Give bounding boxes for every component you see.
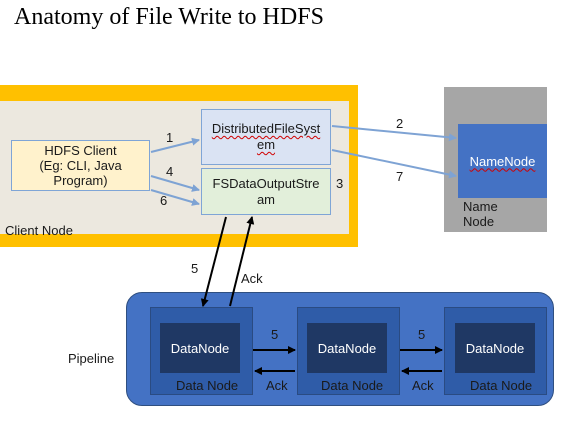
namenode-box: NameNode bbox=[458, 124, 547, 198]
datanode-3-box: DataNode bbox=[455, 323, 535, 373]
pipeline-label: Pipeline bbox=[68, 351, 115, 366]
datanode-2-label: Data Node bbox=[321, 378, 384, 393]
step-4-label: 4 bbox=[166, 164, 174, 179]
arrow-ack-up bbox=[229, 216, 255, 307]
step-3-label: 3 bbox=[336, 176, 344, 191]
distributed-filesystem-box: DistributedFileSyst em bbox=[201, 109, 331, 165]
arrow-step-6 bbox=[150, 189, 200, 206]
ack-up-label: Ack bbox=[241, 271, 263, 286]
step-2-label: 2 bbox=[396, 116, 404, 131]
datanode-1-box: DataNode bbox=[160, 323, 240, 373]
arrow-step-4 bbox=[150, 175, 200, 192]
ack-dn2-dn1-label: Ack bbox=[266, 378, 288, 393]
arrow-step-7 bbox=[331, 149, 457, 179]
page-title: Anatomy of File Write to HDFS bbox=[14, 4, 324, 30]
datanode-1-label: Data Node bbox=[176, 378, 239, 393]
hdfs-client-box: HDFS Client (Eg: CLI, Java Program) bbox=[11, 140, 150, 191]
datanode-3-label: Data Node bbox=[470, 378, 533, 393]
client-node-label: Client Node bbox=[5, 223, 73, 238]
ack-dn3-dn2-label: Ack bbox=[412, 378, 434, 393]
arrow-step-2 bbox=[331, 125, 457, 142]
step-5-dn1-dn2-label: 5 bbox=[271, 327, 279, 342]
namenode-box-label: NameNode bbox=[469, 153, 536, 169]
arrow-step-5-write bbox=[200, 216, 227, 307]
name-node-label: Name Node bbox=[463, 199, 498, 229]
step-1-label: 1 bbox=[166, 130, 174, 145]
fs-data-output-stream-box: FSDataOutputStre am bbox=[201, 168, 331, 215]
datanode-2-box: DataNode bbox=[307, 323, 387, 373]
arrow-step-1 bbox=[150, 137, 200, 153]
step-6-label: 6 bbox=[160, 193, 168, 208]
step-5-dn2-dn3-label: 5 bbox=[418, 327, 426, 342]
step-7-label: 7 bbox=[396, 169, 404, 184]
step-5-label: 5 bbox=[191, 261, 199, 276]
